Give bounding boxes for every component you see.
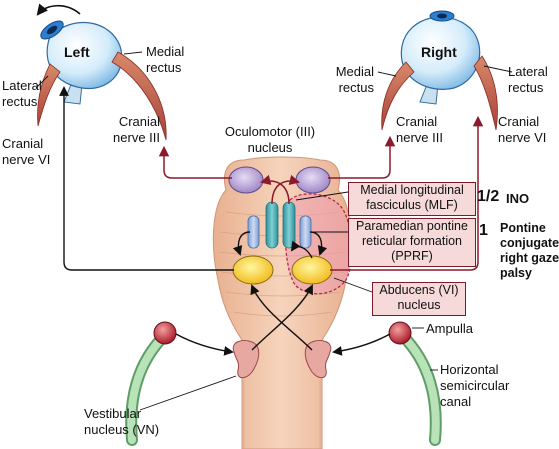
lateral-rectus-right [473,55,498,131]
nerve-iii-right [328,135,396,179]
horizontal-canal-right [396,329,442,446]
pprf-right [299,215,312,249]
vn-right-to-vi-left [250,284,313,351]
medial-rectus-left [111,51,167,141]
nerve-pathways [158,115,484,271]
abducens-nucleus-right [291,255,333,285]
mlf-right [282,201,296,249]
medial-rectus-right [381,61,415,131]
nerve-vi-left [59,86,234,271]
mlf-to-oc-right [271,174,301,205]
nerve-vi-right [330,115,484,271]
canal-right-to-vn [332,333,391,356]
vn-left-to-vi-right [251,284,313,351]
right-eye [400,10,481,105]
pprf-to-vi-left [232,231,251,256]
abducens-label-box: Abducens (VI)nucleus [372,282,466,316]
vestibular-pathways [59,86,391,356]
ino-label: INO [506,191,530,206]
pontine-number: 1 [479,222,488,239]
mlf-left [265,201,279,249]
left-eye [40,20,123,105]
rotation-arrow-icon [36,3,81,16]
leader-lines [35,51,513,411]
ampulla-label: Ampulla [426,321,473,336]
oculomotor-nucleus-label: Oculomotor (III)nucleus [224,124,316,155]
ampulla-left [153,321,177,345]
ino-number: 1/2 [477,188,500,205]
nerve-iii-left [158,145,232,179]
ampulla-right [388,321,412,345]
canal-left-to-vn [175,333,234,356]
oculomotor-nucleus-right [295,166,331,194]
right-eye-title: Right [421,44,457,60]
abducens-nucleus-left [232,255,274,285]
oculomotor-nucleus-left [228,166,264,194]
vi-to-mlf [290,240,313,259]
horizontal-canal-left [125,329,171,446]
mlf-to-oc-left [259,174,290,205]
left-eye-title: Left [64,44,90,60]
